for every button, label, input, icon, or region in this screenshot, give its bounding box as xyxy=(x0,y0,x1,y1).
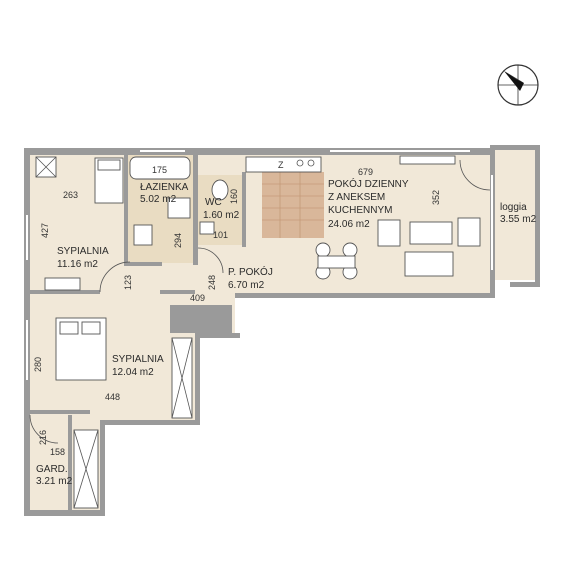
dim-409: 409 xyxy=(190,293,205,303)
room-name-wc: WC xyxy=(205,197,222,208)
furniture xyxy=(29,155,491,509)
dim-263: 263 xyxy=(63,190,78,200)
stove-symbol: Z xyxy=(278,160,284,170)
dim-160: 160 xyxy=(229,189,239,204)
dim-101: 101 xyxy=(213,230,228,240)
room-area-gard: 3.21 m2 xyxy=(36,476,73,487)
room-name-pokoj-dzienny-1: POKÓJ DZIENNY xyxy=(328,177,409,190)
dim-248: 248 xyxy=(207,275,217,290)
dim-427: 427 xyxy=(40,223,50,238)
dim-280: 280 xyxy=(33,357,43,372)
room-labels: SYPIALNIA 11.16 m2 ŁAZIENKA 5.02 m2 WC 1… xyxy=(36,177,537,487)
dim-352: 352 xyxy=(431,190,441,205)
room-area-sypialnia-2: 12.04 m2 xyxy=(112,367,154,378)
room-name-pokoj-dzienny-2: Z ANEKSEM xyxy=(328,192,385,203)
dim-216: 216 xyxy=(38,430,48,445)
room-area-wc: 1.60 m2 xyxy=(203,210,240,221)
compass-icon xyxy=(497,64,539,106)
dim-123: 123 xyxy=(123,275,133,290)
room-name-p-pokoj: P. POKÓJ xyxy=(228,265,273,278)
room-area-pokoj-dzienny: 24.06 m2 xyxy=(328,219,370,230)
room-area-loggia: 3.55 m2 xyxy=(500,214,537,225)
dim-158: 158 xyxy=(50,447,65,457)
dim-448: 448 xyxy=(105,392,120,402)
dim-294: 294 xyxy=(173,233,183,248)
room-name-sypialnia-1: SYPIALNIA xyxy=(57,246,109,257)
windows xyxy=(26,150,493,380)
room-name-gard: GARD. xyxy=(36,464,68,475)
dim-175: 175 xyxy=(152,165,167,175)
dimension-labels: 263 427 175 294 160 101 679 352 123 409 … xyxy=(33,160,441,457)
room-area-sypialnia-1: 11.16 m2 xyxy=(57,259,98,270)
room-area-lazienka: 5.02 m2 xyxy=(140,194,177,205)
room-name-loggia: loggia xyxy=(500,202,527,213)
dim-679: 679 xyxy=(358,167,373,177)
stairs xyxy=(262,172,324,238)
room-name-sypialnia-2: SYPIALNIA xyxy=(112,354,164,365)
room-name-pokoj-dzienny-3: KUCHENNYM xyxy=(328,205,392,216)
room-name-lazienka: ŁAZIENKA xyxy=(140,182,189,193)
room-area-p-pokoj: 6.70 m2 xyxy=(228,280,265,291)
